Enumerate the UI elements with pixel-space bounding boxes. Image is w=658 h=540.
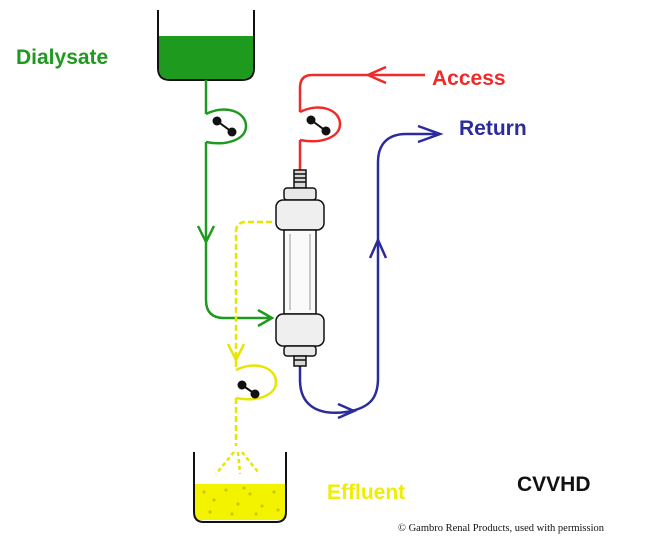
dialysate-label: Dialysate <box>16 46 109 69</box>
effluent-label: Effluent <box>327 481 406 504</box>
access-pump-icon <box>306 115 331 136</box>
effluent-container <box>193 452 287 523</box>
hemofilter <box>275 169 325 367</box>
access-line <box>298 65 425 172</box>
return-label: Return <box>459 117 527 140</box>
dialysate-pump-icon <box>212 116 237 137</box>
access-label: Access <box>432 67 506 90</box>
dialysate-line <box>196 80 275 328</box>
effluent-pump-icon <box>237 380 260 399</box>
copyright-credit: © Gambro Renal Products, used with permi… <box>398 523 604 534</box>
return-line <box>298 124 444 420</box>
dialysate-bag <box>157 10 255 81</box>
effluent-line <box>215 220 278 475</box>
mode-label: CVVHD <box>517 473 591 496</box>
